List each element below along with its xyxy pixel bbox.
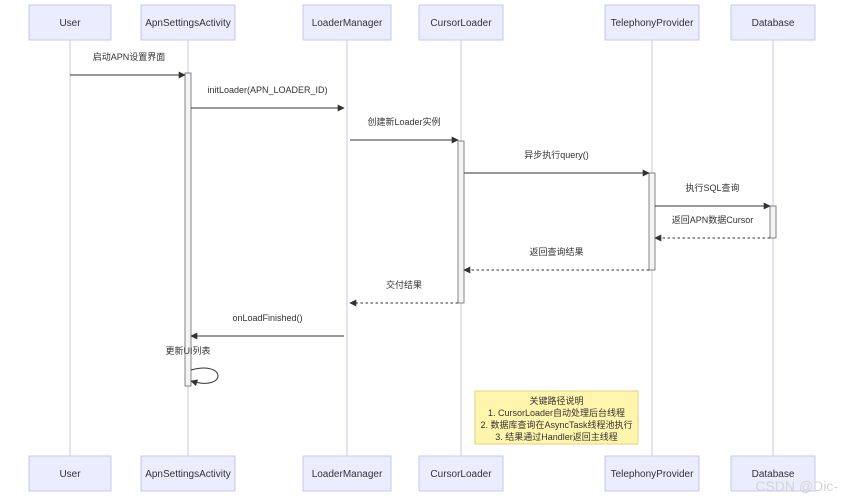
participant-label: User (59, 469, 81, 480)
participant-apnsettings-top: ApnSettingsActivity (140, 4, 236, 41)
note-line: 2. 数据库查询在AsyncTask线程池执行 (480, 419, 632, 430)
participant-database-bottom: Database (730, 455, 816, 492)
message-6: 返回APN数据Cursor (654, 214, 770, 242)
message-label: 更新UI列表 (165, 345, 210, 356)
message-label: onLoadFinished() (232, 313, 302, 323)
message-label: 异步执行query() (524, 149, 589, 160)
participant-box (730, 455, 816, 492)
participant-label: Database (752, 469, 795, 480)
participant-box (140, 4, 236, 41)
message-label: initLoader(APN_LOADER_ID) (207, 85, 327, 95)
participant-user-bottom: User (28, 455, 112, 492)
participant-label: LoaderManager (312, 18, 383, 29)
message-9: onLoadFinished() (190, 313, 344, 340)
participant-box (28, 455, 112, 492)
participant-label: ApnSettingsActivity (145, 469, 231, 480)
participant-label: TelephonyProvider (611, 18, 694, 29)
participant-telephony-bottom: TelephonyProvider (604, 455, 700, 492)
participant-label: Database (752, 18, 795, 29)
message-8: 交付结果 (349, 279, 458, 307)
participant-label: CursorLoader (430, 18, 492, 29)
message-label: 创建新Loader实例 (367, 116, 440, 127)
participant-label: LoaderManager (312, 469, 383, 480)
participant-label: CursorLoader (430, 469, 492, 480)
participant-user-top: User (28, 4, 112, 41)
message-4: 异步执行query() (464, 149, 650, 177)
message-2: initLoader(APN_LOADER_ID) (191, 85, 345, 112)
note-line: 1. CursorLoader自动处理后台线程 (488, 407, 625, 418)
participant-label: TelephonyProvider (611, 469, 694, 480)
message-3: 创建新Loader实例 (350, 116, 459, 144)
message-label: 交付结果 (386, 279, 422, 290)
participant-box (730, 4, 816, 41)
message-label: 返回查询结果 (529, 246, 583, 257)
note-line: 3. 结果通过Handler返回主线程 (495, 431, 618, 442)
participant-box (302, 455, 392, 492)
participant-box (604, 4, 700, 41)
message-label: 启动APN设置界面 (93, 51, 166, 62)
participant-box (418, 4, 504, 41)
participant-box (28, 4, 112, 41)
participant-box (140, 455, 236, 492)
message-label: 返回APN数据Cursor (672, 214, 754, 225)
participant-apnsettings-bottom: ApnSettingsActivity (140, 455, 236, 492)
activation-bar-database (769, 205, 777, 239)
message-10: 更新UI列表 (165, 345, 219, 387)
participant-loadermanager-bottom: LoaderManager (302, 455, 392, 492)
message-1: 启动APN设置界面 (70, 51, 186, 79)
activation-bar-apnsettings (184, 72, 192, 387)
participant-label: User (59, 18, 81, 29)
participant-database-top: Database (730, 4, 816, 41)
participant-box (302, 4, 392, 41)
participant-telephony-top: TelephonyProvider (604, 4, 700, 41)
participant-box (604, 455, 700, 492)
message-5: 执行SQL查询 (655, 182, 771, 210)
participant-label: ApnSettingsActivity (145, 18, 231, 29)
watermark: CSDN @Dic- (755, 478, 838, 494)
participant-loadermanager-top: LoaderManager (302, 4, 392, 41)
activation-bar-telephony (648, 172, 656, 271)
participant-box (418, 455, 504, 492)
message-label: 执行SQL查询 (685, 182, 739, 193)
activation-bar-cursorloader (457, 140, 465, 304)
participant-cursorloader-bottom: CursorLoader (418, 455, 504, 492)
note-line: 关键路径说明 (529, 395, 583, 406)
participant-cursorloader-top: CursorLoader (418, 4, 504, 41)
self-message-arrow (190, 367, 219, 387)
note-box (474, 390, 639, 445)
message-7: 返回查询结果 (463, 246, 649, 274)
